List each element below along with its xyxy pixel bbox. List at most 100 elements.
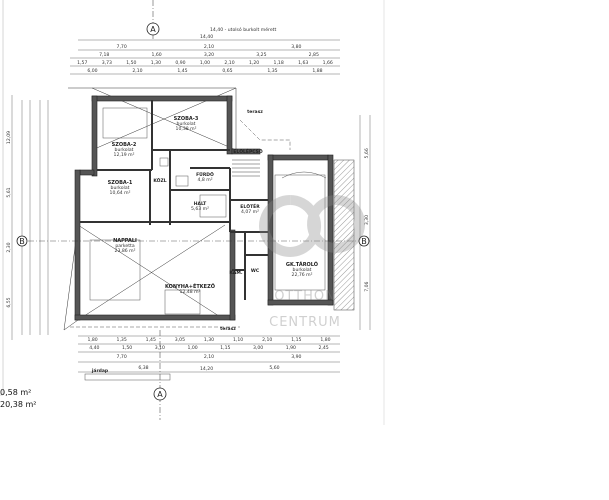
room-area-nappali: 23,86 m² [115, 248, 136, 254]
section-marker-top: A [146, 0, 160, 40]
room-details [89, 107, 327, 315]
room-sub-nappali: parketta [115, 243, 135, 249]
dim-total-top: 14,40 [200, 34, 213, 40]
hatched-zone-right [333, 159, 355, 311]
dim-label: 1,57 [77, 60, 87, 66]
axis-marker-right: B [358, 235, 370, 247]
room-name-eloter: ELŐTÉR [240, 202, 260, 210]
dim-label: 5,66 [364, 148, 370, 158]
room-sub-garage: burkolat [293, 267, 312, 273]
room-area-eloter: 4,07 m² [241, 209, 259, 215]
room-name-szoba2: SZOBA-2 [112, 142, 137, 148]
dim-label: 0,65 [222, 68, 232, 74]
dim-row-top2: 7,18 1,60 3,20 3,25 2,85 [99, 52, 319, 58]
section-marker-top-label: A [150, 25, 156, 34]
dim-label: 1,18 [274, 60, 284, 66]
dim-label: 3,30 [364, 215, 370, 225]
dim-label: 5,60 [269, 365, 279, 371]
watermark-secondary: CENTRUM [269, 315, 341, 330]
dimension-chain-left [11, 95, 49, 340]
dim-label: 1,35 [267, 68, 277, 74]
dim-label: 1,10 [233, 337, 243, 343]
exterior-walls [74, 95, 334, 321]
dim-row-left: 12,09 5,61 2,30 6,55 [6, 131, 12, 308]
dim-label: 1,15 [220, 345, 230, 351]
dim-label: 1,20 [249, 60, 259, 66]
dim-label: 1,15 [291, 337, 301, 343]
dim-label: 1,80 [320, 337, 330, 343]
room-sub-szoba1: burkolat [111, 185, 130, 191]
dim-row-bottom3: 7,70 2,10 3,90 [117, 354, 302, 360]
room-area-halt: 5,63 m² [191, 206, 209, 212]
room-name-szoba3: SZOBA-3 [174, 116, 199, 122]
room-area-szoba3: 10,38 m² [176, 126, 197, 132]
dim-label: 1,30 [151, 60, 161, 66]
dim-label: 3,25 [256, 52, 266, 58]
room-area-szoba1: 10,64 m² [110, 190, 131, 196]
dim-label: 3,73 [102, 60, 112, 66]
dim-label: 7,18 [99, 52, 109, 58]
dim-label: 2,10 [204, 354, 214, 360]
axis-marker-left: B [16, 235, 370, 247]
dim-label: 1,45 [177, 68, 187, 74]
dim-label: 5,61 [6, 187, 12, 197]
overall-width-note: 14,40 - utolsó burkolt mérett [210, 26, 276, 33]
dim-label: 3,10 [155, 345, 165, 351]
room-name-wc: WC [251, 268, 260, 274]
dim-label: 6,00 [87, 68, 97, 74]
dim-label: 3,00 [253, 345, 263, 351]
dim-label: 3,80 [291, 44, 301, 50]
dim-label: 2,10 [204, 44, 214, 50]
section-marker-bottom-label: A [157, 390, 163, 399]
watermark-ring-icon [259, 195, 322, 257]
room-name-eloleped: ELŐLÉPCSŐ [233, 147, 263, 155]
dim-label: 3,90 [291, 354, 301, 360]
area-line-2: 20,38 m² [0, 400, 37, 409]
room-name-szoba1: SZOBA-1 [108, 180, 133, 186]
room-area-furdo: 4,8 m² [197, 177, 212, 183]
dim-label: 1,00 [188, 345, 198, 351]
dim-label: 1,66 [323, 60, 333, 66]
room-area-garage: 22,76 m² [292, 272, 313, 278]
interior-walls [80, 100, 268, 300]
room-area-konyha: 12,48 m² [180, 289, 201, 295]
dim-label: 12,09 [6, 131, 12, 144]
dim-label: 2,10 [132, 68, 142, 74]
dim-label: 4,40 [89, 345, 99, 351]
room-name-nappali: NAPPALI [113, 238, 137, 244]
dim-label: 1,30 [204, 337, 214, 343]
room-area-szoba2: 12,19 m² [114, 152, 135, 158]
room-sub-szoba2: burkolat [115, 147, 134, 153]
room-name-garage: GK.TÁROLÓ [286, 261, 318, 268]
dim-label: 7,06 [364, 281, 370, 291]
dim-label: 1,35 [117, 337, 127, 343]
dim-label: 2,30 [6, 242, 12, 252]
stair-steps [232, 159, 260, 177]
watermark-primary: OTTHON [274, 289, 336, 304]
dim-label: 1,00 [200, 60, 210, 66]
dim-label: 6,55 [6, 297, 12, 307]
dim-label: 7,70 [117, 354, 127, 360]
dim-label: 1,60 [151, 52, 161, 58]
dim-label: 1,80 [87, 337, 97, 343]
room-name-kam: KAM. [229, 270, 242, 276]
dim-label: 1,88 [312, 68, 322, 74]
room-name-terasz2: terasz [220, 326, 236, 332]
room-name-terasz: terasz [247, 109, 263, 115]
dim-label: 3,05 [175, 337, 185, 343]
section-marker-bottom: A [153, 330, 167, 420]
dimension-chain-top [70, 39, 340, 75]
dim-label: 3,20 [204, 52, 214, 58]
axis-marker-left-label: B [19, 237, 25, 246]
dim-label: 2,85 [309, 52, 319, 58]
dimension-chain-right [359, 115, 371, 330]
bottom-walkway [84, 373, 171, 381]
dim-total-bottom: 14,20 [200, 366, 213, 372]
dimension-chain-bottom [78, 335, 340, 373]
room-name-konyha: KONYHA+ÉTKEZŐ [165, 282, 215, 290]
dim-label: 2,45 [319, 345, 329, 351]
dim-label: 1,50 [122, 345, 132, 351]
